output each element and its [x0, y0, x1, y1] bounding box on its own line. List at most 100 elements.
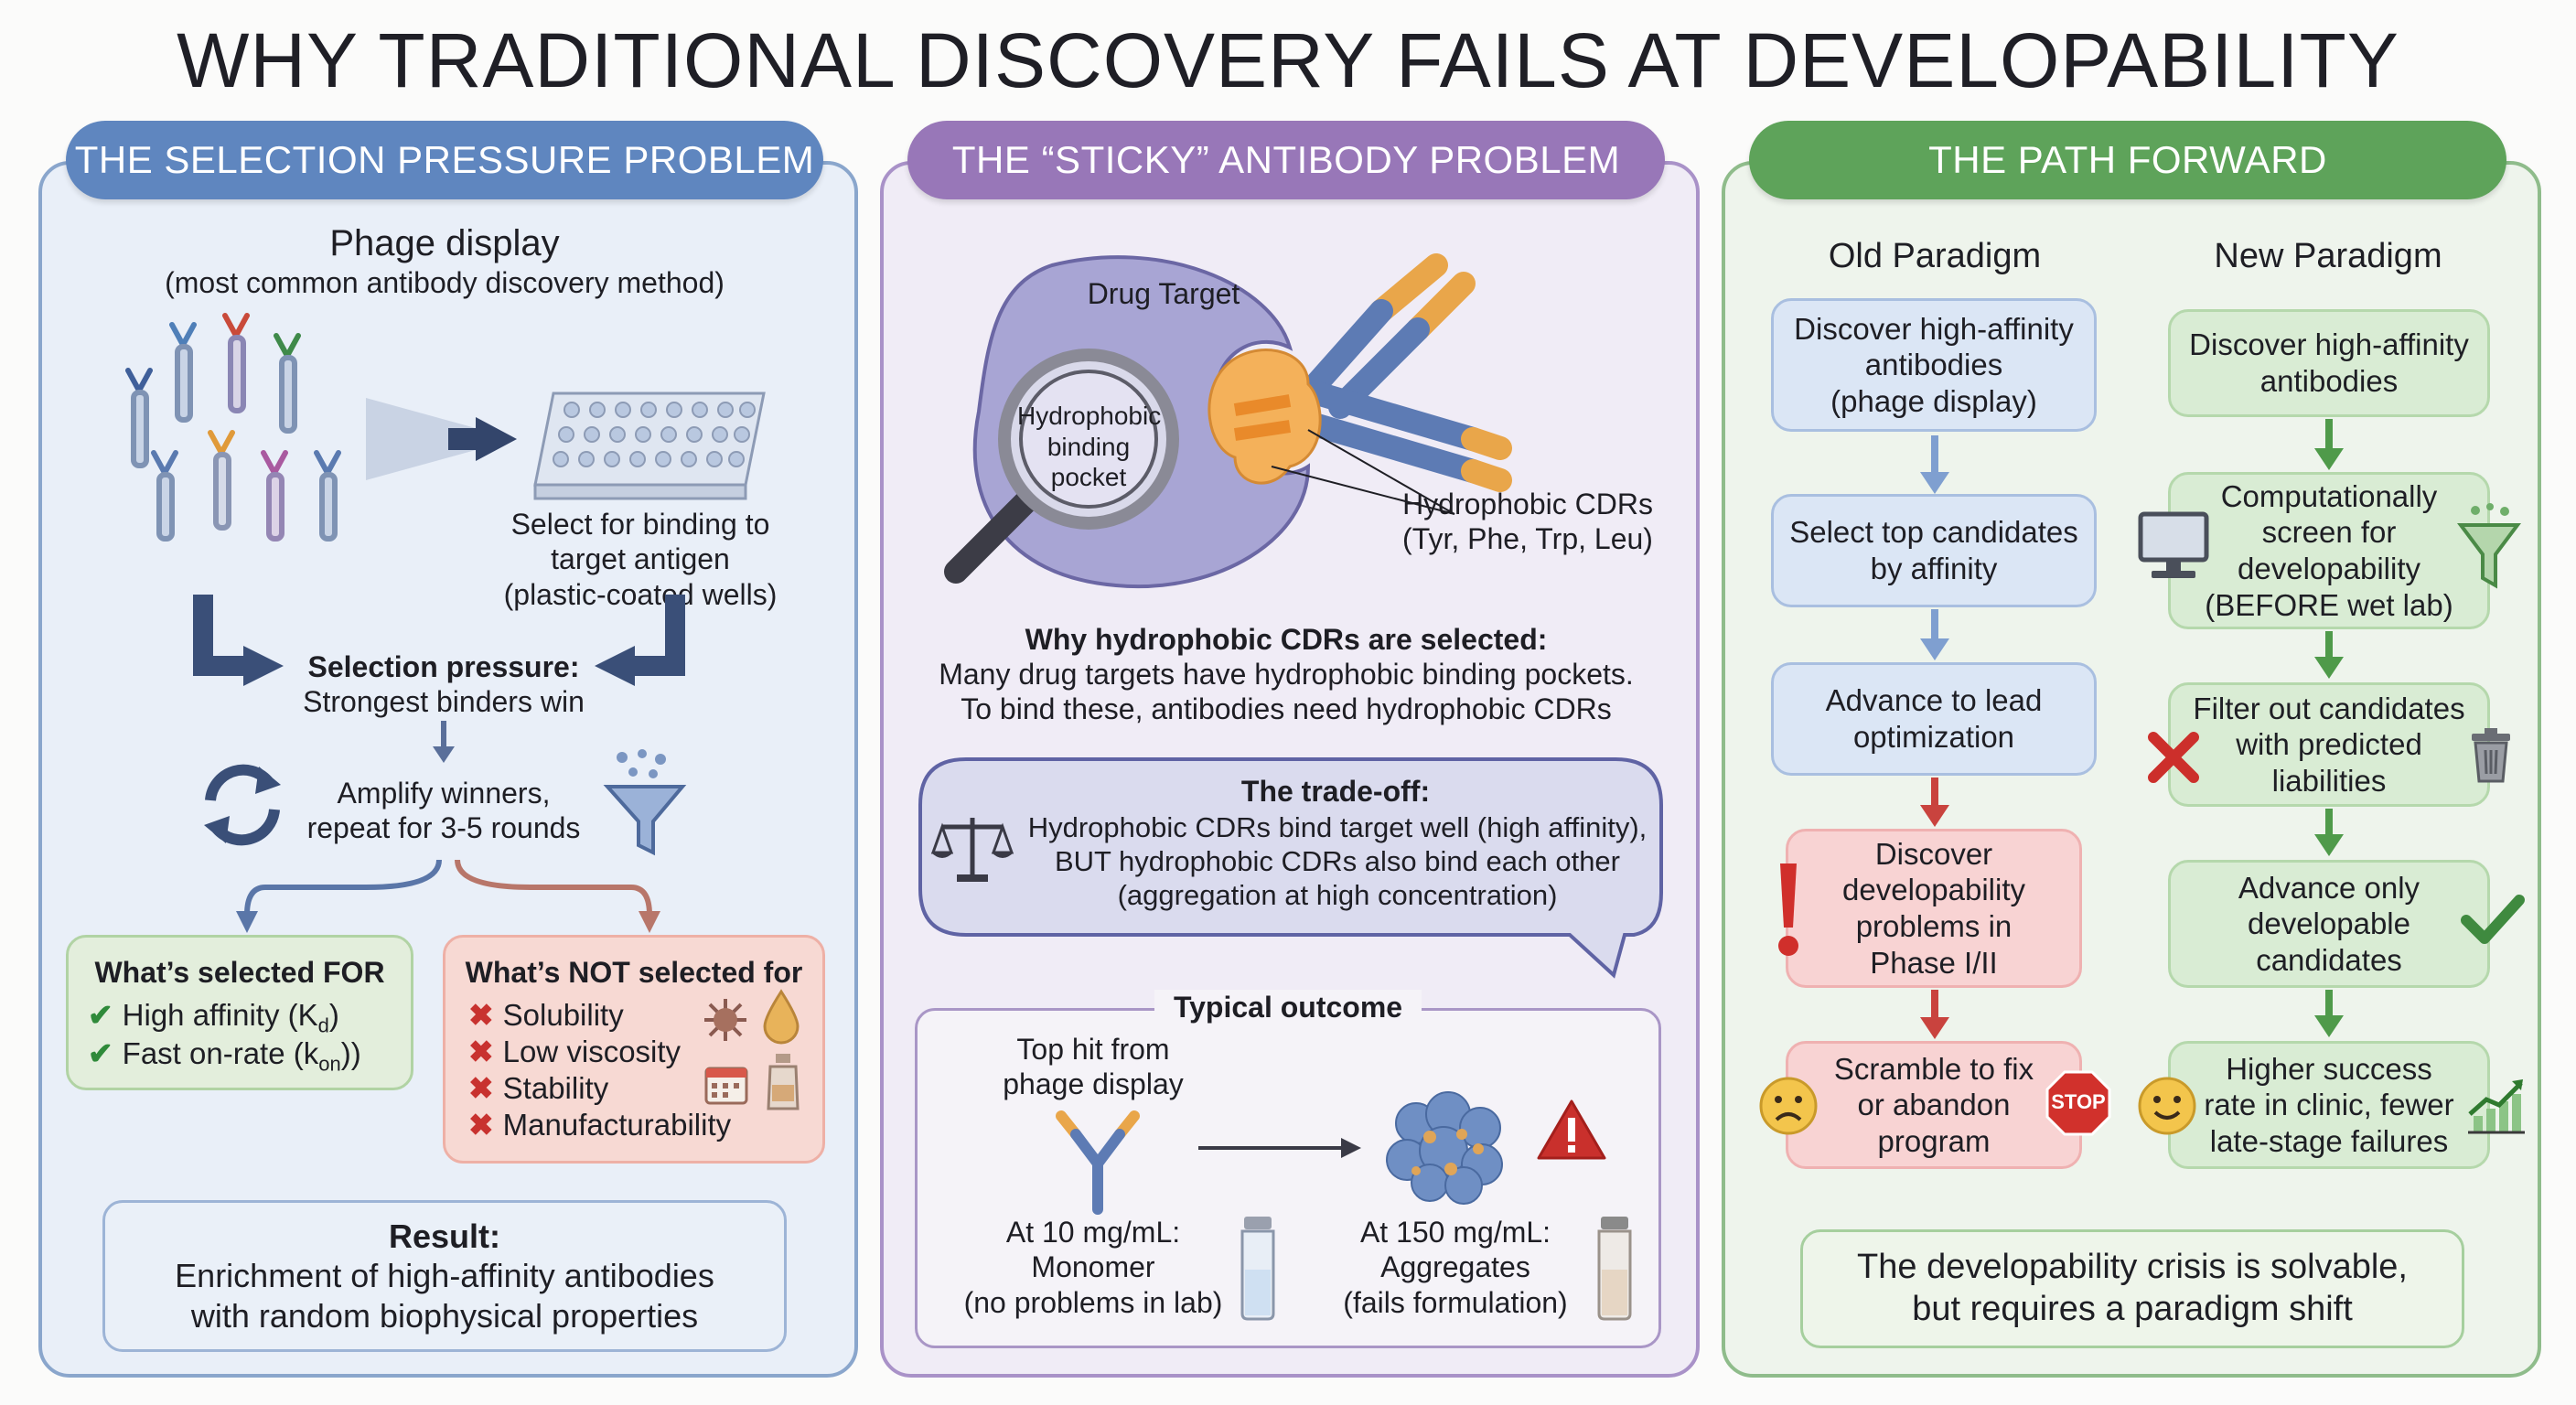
- why-text: Many drug targets have hydrophobic bindi…: [907, 657, 1665, 727]
- droplet-icon: [763, 989, 800, 1045]
- pocket-label: Hydrophobic binding pocket: [1017, 401, 1162, 493]
- step-line: Advance to lead: [1825, 683, 2043, 718]
- check-icon: [2461, 895, 2525, 944]
- outcome-box: [915, 1008, 1661, 1348]
- tradeoff-line-3: (aggregation at high concentration): [1117, 879, 1558, 912]
- conclusion-line-2: but requires a paradigm shift: [1912, 1290, 2353, 1328]
- step-line: with predicted: [2236, 727, 2422, 762]
- step-line: program: [1877, 1123, 1991, 1158]
- vial-icon: [1597, 1217, 1632, 1321]
- step-line: Filter out candidates: [2193, 691, 2465, 725]
- old-step-3: Advance to lead optimization: [1771, 662, 2097, 776]
- selected-for-item-1: ✔High affinity (Kd): [88, 997, 339, 1038]
- not-selected-item-2: ✖Low viscosity: [468, 1034, 681, 1069]
- amplify-text: Amplify winners, repeat for 3-5 rounds: [288, 776, 599, 846]
- split-arrows: [236, 859, 660, 933]
- old-step-1: Discover high-affinity antibodies (phage…: [1771, 298, 2097, 432]
- selected-for-box: [66, 935, 413, 1090]
- tradeoff-line-2: BUT hydrophobic CDRs also bind each othe…: [1054, 845, 1621, 878]
- high-conc-label: At 150 mg/mL: Aggregates (fails formulat…: [1323, 1215, 1588, 1320]
- check-icon: ✔: [88, 998, 113, 1032]
- tradeoff-bubble: [918, 757, 1663, 979]
- item-tail: ): [328, 998, 339, 1032]
- smile-face-icon: [2138, 1077, 2196, 1135]
- aggregation-arrow: [1198, 1138, 1361, 1158]
- drug-target-illustration: [944, 253, 1512, 589]
- stop-sign-text: STOP: [2051, 1090, 2106, 1113]
- new-step-3: Filter out candidates with predicted lia…: [2168, 682, 2490, 807]
- x-icon: ✖: [468, 998, 494, 1032]
- step-line: late-stage failures: [2209, 1123, 2449, 1158]
- x-icon: ✖: [468, 1035, 494, 1068]
- new-step-2: Computationally screen for developabilit…: [2168, 472, 2490, 629]
- high-conc-line-2: Aggregates: [1380, 1250, 1530, 1284]
- top-hit-line-2: phage display: [1003, 1067, 1184, 1101]
- pocket-line-3: pocket: [1050, 463, 1127, 492]
- panel2-header: THE “STICKY” ANTIBODY PROBLEM: [907, 121, 1665, 199]
- low-conc-line-3: (no problems in lab): [963, 1285, 1223, 1319]
- high-conc-line-3: (fails formulation): [1343, 1285, 1568, 1319]
- tradeoff-title: The trade-off:: [1240, 775, 1431, 808]
- step-line: by affinity: [1870, 552, 1998, 585]
- step-line: Scramble to fix: [1833, 1051, 2034, 1086]
- virus-icon: [704, 999, 746, 1041]
- conclusion-line-1: The developability crisis is solvable,: [1857, 1248, 2408, 1287]
- tradeoff-line-1: Hydrophobic CDRs bind target well (high …: [1027, 811, 1648, 843]
- old-step-4: Discover developability problems in Phas…: [1786, 829, 2082, 988]
- outcome-title: Typical outcome: [1154, 990, 1422, 1025]
- top-hit-label: Top hit from phage display: [961, 1032, 1226, 1102]
- step-line: liabilities: [2271, 763, 2387, 798]
- why-line-1: Many drug targets have hydrophobic bindi…: [939, 658, 1634, 691]
- old-step-2: Select top candidates by affinity: [1771, 494, 2097, 607]
- item-tail: )): [340, 1036, 361, 1070]
- check-icon: ✔: [88, 1036, 113, 1070]
- plate-caption-line-1: Select for binding to: [510, 508, 770, 541]
- item-subscript: on: [318, 1052, 341, 1076]
- amplify-line-1: Amplify winners,: [337, 777, 551, 810]
- well-plate-illustration: [533, 391, 766, 500]
- not-selected-box: [443, 935, 825, 1164]
- item-text: Stability: [502, 1071, 609, 1105]
- not-selected-item-4: ✖Manufacturability: [468, 1107, 731, 1142]
- why-title: Why hydrophobic CDRs are selected:: [1025, 623, 1548, 656]
- funnel-icon: [603, 749, 687, 856]
- panel3-header: THE PATH FORWARD: [1749, 121, 2506, 199]
- step-line: candidates: [2256, 942, 2402, 977]
- step-line: Computationally: [2220, 478, 2438, 513]
- down-arrow-icon: [433, 721, 455, 763]
- top-hit-line-1: Top hit from: [1016, 1033, 1170, 1066]
- computer-icon: [2138, 511, 2209, 578]
- old-paradigm-title: Old Paradigm: [1828, 237, 2042, 275]
- filter-icon: [2457, 503, 2521, 589]
- trash-icon: [2472, 728, 2510, 783]
- step-line: or abandon: [1857, 1088, 2011, 1122]
- item-text: Manufacturability: [502, 1108, 732, 1142]
- item-text: Fast on-rate (k: [122, 1036, 319, 1070]
- calendar-icon: [704, 1067, 748, 1105]
- step-line: rate in clinic, fewer: [2204, 1088, 2454, 1122]
- cdr-line-2: (Tyr, Phe, Trp, Leu): [1402, 522, 1653, 556]
- result-line-2: with random biophysical properties: [190, 1296, 699, 1335]
- to-plate-arrow: [366, 398, 517, 480]
- not-selected-item-1: ✖Solubility: [468, 997, 624, 1033]
- new-step-5: Higher success rate in clinic, fewer lat…: [2168, 1041, 2490, 1169]
- step-line: screen for: [2261, 515, 2397, 550]
- pocket-line-1: Hydrophobic: [1017, 402, 1162, 430]
- x-icon: [2148, 732, 2199, 783]
- sad-face-icon: [1759, 1077, 1818, 1135]
- result-box: Result: Enrichment of high-affinity anti…: [102, 1200, 787, 1352]
- exclamation-icon: [1778, 863, 1798, 956]
- scale-icon: [930, 818, 1014, 882]
- step-line: antibodies: [1864, 348, 2003, 382]
- selection-pressure-title: Selection pressure:: [307, 650, 580, 683]
- conclusion-box: The developability crisis is solvable, b…: [1800, 1229, 2464, 1348]
- selected-for-item-2: ✔ Fast on-rate (kon)): [88, 1035, 361, 1077]
- plate-caption-line-3: (plastic-coated wells): [503, 577, 778, 611]
- step-line: Higher success: [2226, 1051, 2432, 1086]
- step-line: (phage display): [1830, 383, 2037, 418]
- step-line: (BEFORE wet lab): [2205, 587, 2453, 622]
- selection-pressure-text: Strongest binders win: [303, 685, 585, 718]
- result-title: Result:: [388, 1217, 500, 1256]
- item-text: High affinity (K: [122, 998, 318, 1032]
- bottle-icon: [767, 1054, 800, 1110]
